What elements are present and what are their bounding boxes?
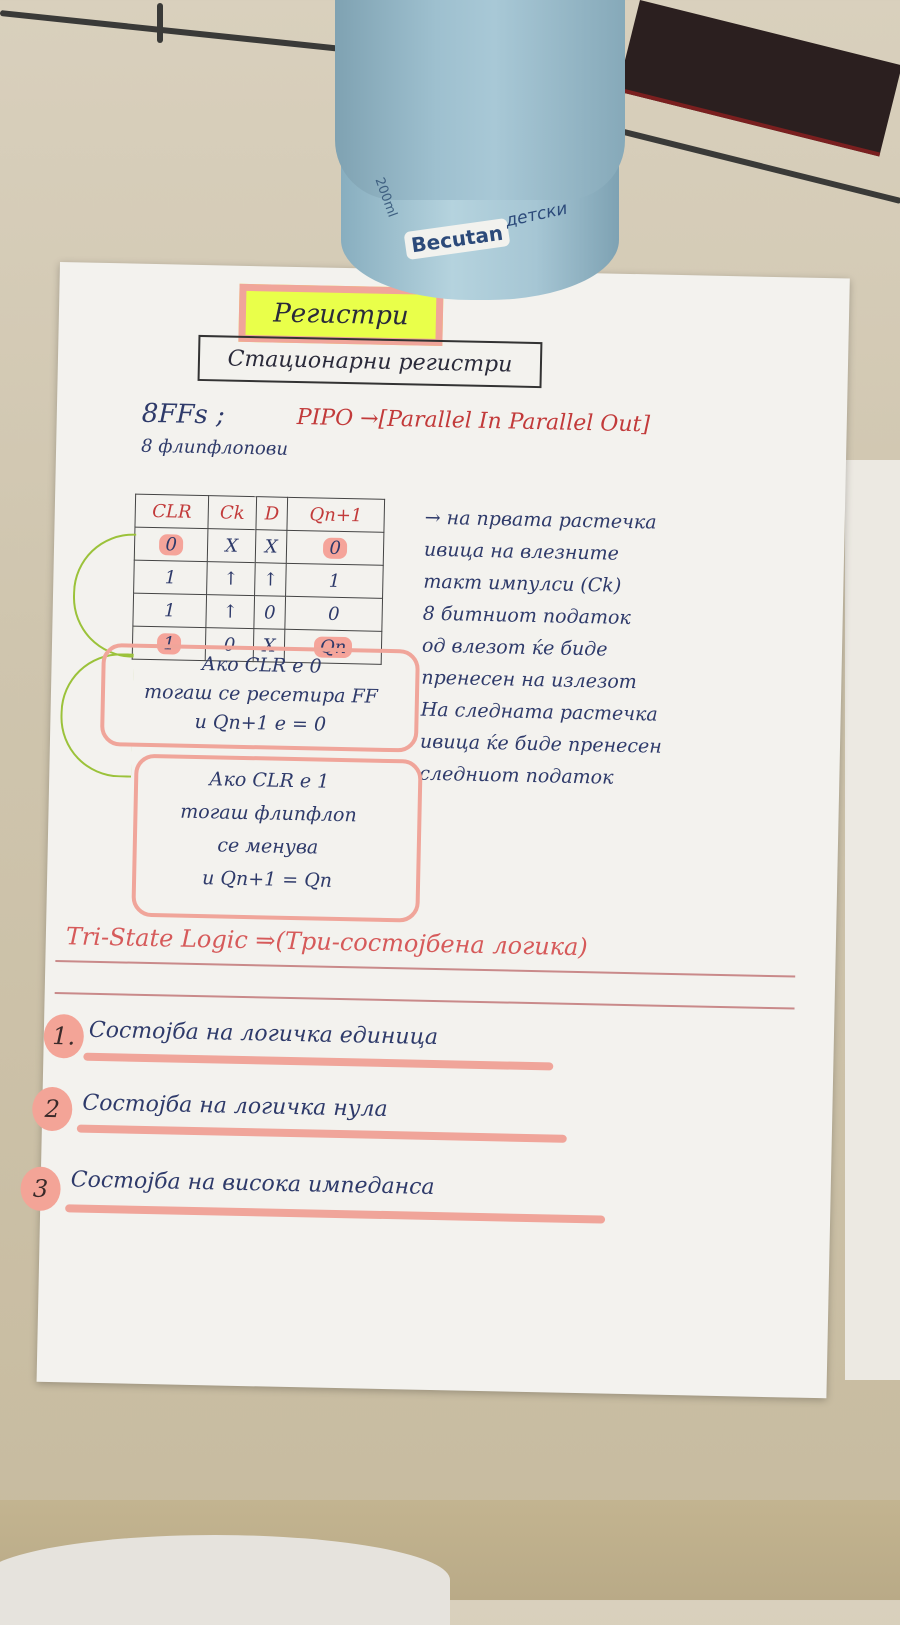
state-number-1: 1. (43, 1013, 85, 1059)
state-text-2: Состојба на логичка нула (82, 1090, 388, 1123)
box-line: се менува (217, 834, 319, 859)
title-text: Регистри (272, 298, 409, 332)
explanation-line: ивица на влезните (423, 538, 620, 565)
table-cell: 0 (253, 595, 286, 630)
keyboard-edge (617, 0, 900, 157)
table-cell: X (207, 528, 256, 563)
tri-state-heading: Tri-State Logic ⇒(Три-состојбена логика) (65, 922, 589, 962)
pipo-label: PIPO →[Parallel In Parallel Out] (296, 404, 651, 438)
explanation-line: пренесен на излезот (421, 666, 638, 694)
box-line: тогаш флипфлоп (180, 800, 357, 827)
cream-jar: Becutan детски 200ml (335, 0, 625, 300)
box-line: тогаш се ресетира FF (143, 680, 379, 708)
truth-table: CLR Ck D Qn+1 0 X X 0 1 ↑ ↑ 1 1 ↑ 0 0 1 … (132, 494, 385, 665)
state-number-3: 3 (20, 1166, 62, 1212)
table-header: Ck (208, 495, 257, 530)
divider (54, 992, 795, 1010)
table-header: D (255, 496, 288, 531)
table-cell: 0 (286, 530, 384, 566)
clr-one-text: Ако CLR е 1 тогаш флипфлоп се менува и Q… (142, 762, 395, 899)
explanation-line: следниот податок (419, 762, 614, 789)
paper-stack-edge (845, 460, 900, 1380)
table-cell: 1 (285, 563, 384, 599)
table-row: 1 ↑ ↑ 1 (133, 560, 384, 599)
ffs-label: 8FFs ; (141, 398, 226, 431)
table-row: CLR Ck D Qn+1 (134, 494, 385, 533)
cable (0, 10, 339, 52)
table-header: Qn+1 (287, 497, 385, 533)
table-cell: ↑ (205, 594, 255, 629)
page-subtitle: Стационарни регистри (197, 334, 543, 389)
explanation-line: На следната растечка (420, 698, 658, 726)
cable (157, 3, 163, 43)
explanation-line: такт импулси (Ck) (423, 570, 622, 597)
underline (83, 1052, 554, 1071)
underline (65, 1204, 606, 1224)
box-line: и Qn+1 = Qn (201, 867, 333, 892)
table-cell: 0 (134, 527, 209, 562)
ffs-description: 8 флипфлопови (140, 435, 289, 460)
cell-text: 0 (323, 537, 348, 559)
explanation-line: ивица ќе биде пренесен (419, 730, 662, 758)
state-text-3: Состојба на висока импеданса (70, 1167, 435, 1201)
subtitle-text: Стационарни регистри (227, 346, 513, 377)
right-explanation: → на првата растечка ивица на влезните т… (419, 502, 667, 795)
table-row: 0 X X 0 (134, 527, 384, 566)
box-line: и Qn+1 е = 0 (194, 710, 327, 736)
jar-lid (335, 0, 625, 200)
table-cell: X (255, 529, 288, 564)
table-cell: 1 (132, 593, 207, 628)
table-header: CLR (134, 494, 209, 529)
explanation-line: 8 битниот податок (422, 602, 631, 630)
explanation-line: од влезот ќе биде (421, 634, 608, 661)
clr-zero-text: Ако CLR е 0 тогаш се ресетира FF и Qn+1 … (120, 648, 402, 741)
underline (76, 1124, 567, 1143)
cell-text: 0 (159, 533, 184, 556)
divider (55, 960, 796, 978)
state-text-1: Состојба на логичка единица (88, 1017, 439, 1051)
table-cell: ↑ (206, 561, 256, 596)
table-cell: 1 (133, 560, 208, 595)
box-line: Ако CLR е 1 (208, 768, 330, 793)
table-row: 1 ↑ 0 0 (132, 593, 383, 632)
table-cell: ↑ (254, 562, 287, 597)
towel (0, 1535, 450, 1625)
explanation-line: → на првата растечка (424, 506, 657, 534)
table-cell: 0 (285, 596, 383, 632)
state-number-2: 2 (31, 1086, 73, 1132)
notebook-page: Регистри Стационарни регистри 8FFs ; PIP… (20, 262, 850, 1399)
arrow-curve (71, 532, 137, 658)
